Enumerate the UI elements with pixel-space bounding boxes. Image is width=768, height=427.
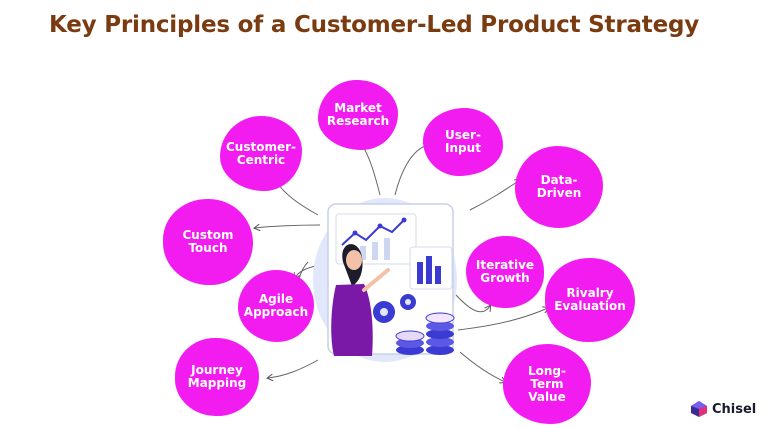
trend-chart-icon [341,217,407,246]
bar-chart-icon [417,256,441,284]
brand-name: Chisel [712,401,757,417]
page-title: Key Principles of a Customer-Led Product… [49,12,700,38]
node-customer-centric: Customer-Centric [220,116,302,191]
brand-logo: Chisel [690,400,756,418]
person-figure [331,244,390,356]
coin-stack-icon [395,312,455,355]
gear-icon [373,294,416,323]
node-user-input: User-Input [423,108,503,176]
chisel-logo-icon [691,401,707,417]
node-data-driven: Data-Driven [515,146,603,228]
